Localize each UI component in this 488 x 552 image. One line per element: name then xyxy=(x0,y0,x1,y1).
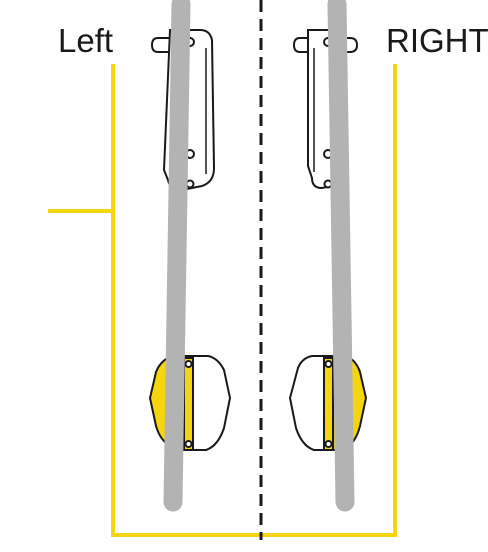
left-stopper-screw-bottom xyxy=(184,440,193,448)
left-label: Left xyxy=(58,22,113,59)
left-stopper-screw-top xyxy=(184,360,193,368)
left-stopper-icon xyxy=(148,355,232,451)
right-pole xyxy=(327,0,355,512)
right-stopper-screw-bottom xyxy=(324,440,333,448)
right-stopper-white-half xyxy=(288,355,329,451)
right-label: RIGHT xyxy=(386,22,488,59)
yellow-frame xyxy=(48,64,397,537)
right-stopper-strip xyxy=(323,357,334,451)
right-stopper-icon xyxy=(288,355,368,451)
left-stopper-strip xyxy=(183,357,194,451)
left-pole xyxy=(163,0,191,512)
frame-left-outline xyxy=(48,64,397,537)
right-stopper-screw-top xyxy=(324,360,333,368)
left-stopper-white-half xyxy=(187,355,232,451)
